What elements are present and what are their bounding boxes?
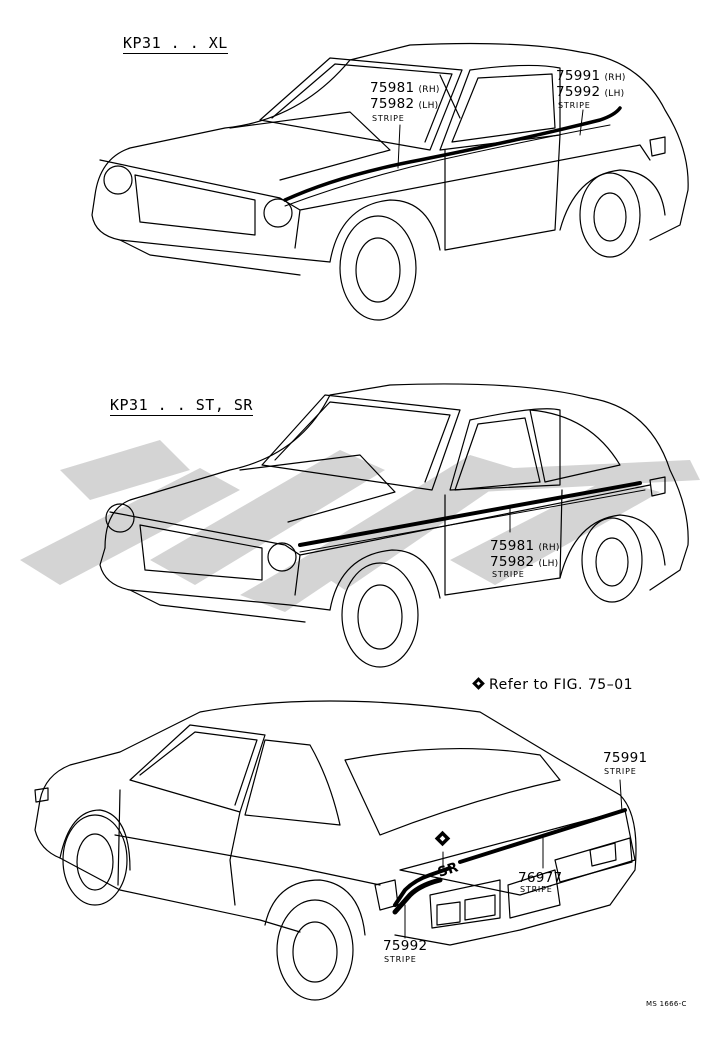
part-number: 75991 [556, 68, 601, 84]
side-label: (RH) [604, 73, 626, 83]
reference-text: Refer to FIG. 75–01 [489, 677, 634, 693]
part-number: 75981 [490, 538, 535, 554]
callout-part-75991: 75991(RH) [556, 68, 626, 84]
section-title-stsr: KP31 . . ST, SR [110, 396, 253, 416]
side-label: (LH) [538, 559, 559, 569]
side-label: (LH) [604, 89, 625, 99]
callout-part-75981: 75981(RH) [370, 80, 440, 96]
callout-part-75992: 75992(LH) [556, 84, 625, 100]
part-number: 75992 [556, 84, 601, 100]
part-number: 75982 [490, 554, 535, 570]
car-rear [34, 700, 637, 1001]
callout-part-76977: 76977 [518, 870, 563, 886]
watermark-logo [20, 440, 700, 612]
callout-desc: STRIPE [492, 570, 525, 579]
callout-part-75982: 75982(LH) [370, 96, 439, 112]
stripe-rear-lid [393, 808, 627, 907]
callout-desc: STRIPE [604, 767, 637, 776]
diamond-ref-icon [472, 677, 485, 690]
callout-desc: STRIPE [372, 114, 405, 123]
stripe-stsr [298, 481, 642, 547]
car-front-xl [91, 42, 689, 321]
figure-code: MS 1666-C [646, 1000, 687, 1008]
callout-part-75991: 75991 [603, 750, 648, 766]
part-number: 75982 [370, 96, 415, 112]
side-label: (RH) [538, 543, 560, 553]
part-number: 75981 [370, 80, 415, 96]
callout-part-75992: 75992 [383, 938, 428, 954]
callout-part-75982: 75982(LH) [490, 554, 559, 570]
diamond-marker-rear [434, 830, 451, 847]
side-label: (LH) [418, 101, 439, 111]
leader-lines [397, 109, 623, 939]
callout-desc: STRIPE [558, 101, 591, 110]
callout-desc: STRIPE [520, 885, 553, 894]
side-label: (RH) [418, 85, 440, 95]
callout-desc: STRIPE [384, 955, 417, 964]
reference-note: Refer to FIG. 75–01 [472, 677, 634, 693]
stripe-xl [283, 106, 622, 202]
section-title-xl: KP31 . . XL [123, 34, 228, 54]
car-front-stsr [99, 383, 689, 668]
callout-part-75981: 75981(RH) [490, 538, 560, 554]
